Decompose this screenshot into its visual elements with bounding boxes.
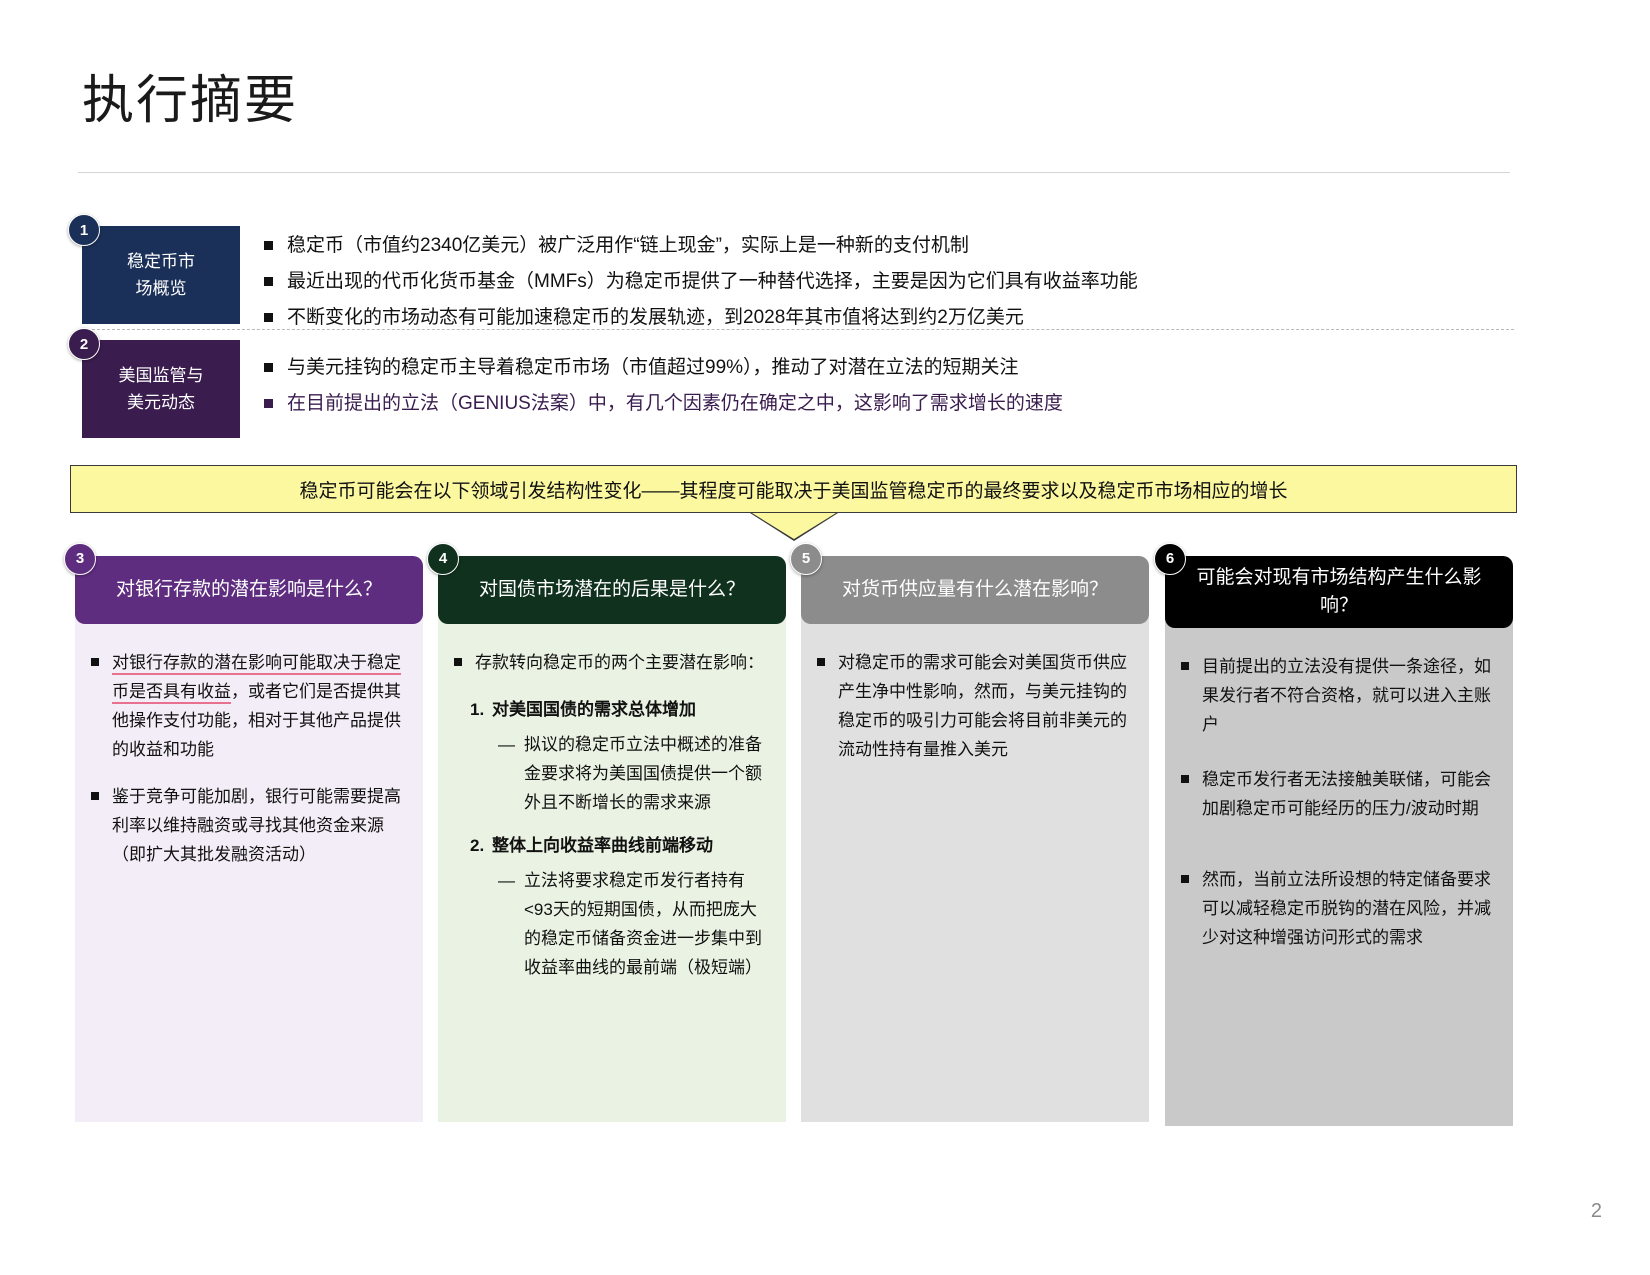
bullet-text: 鉴于竞争可能加剧，银行可能需要提高利率以维持融资或寻找其他资金来源（即扩大其批发… (112, 787, 401, 864)
bullet-square-icon (264, 277, 273, 286)
column-3-header: 3 对银行存款的潜在影响是什么？ (64, 543, 423, 624)
bullet-item: 鉴于竞争可能加剧，银行可能需要提高利率以维持融资或寻找其他资金来源（即扩大其批发… (91, 782, 403, 869)
bullet-item: 存款转向稳定币的两个主要潜在影响： (454, 648, 766, 677)
bullet-item: 目前提出的立法没有提供一条途径，如果发行者不符合资格，就可以进入主账户 (1181, 652, 1493, 739)
bullet-text: 与美元挂钩的稳定币主导着稳定币市场（市值超过99%），推动了对潜在立法的短期关注 (287, 357, 1019, 378)
highlight-banner-wrap: 稳定币可能会在以下领域引发结构性变化——其程度可能取决于美国监管稳定币的最终要求… (70, 465, 1517, 541)
section-divider (82, 329, 1514, 330)
dash-marker-icon: — (498, 871, 515, 890)
bullet-item: 稳定币（市值约2340亿美元）被广泛用作“链上现金”，实际上是一种新的支付机制 (264, 230, 1514, 262)
highlight-banner-text: 稳定币可能会在以下领域引发结构性变化——其程度可能取决于美国监管稳定币的最终要求… (299, 480, 1288, 502)
section-row-1: 1 稳定币市 场概览 稳定币（市值约2340亿美元）被广泛用作“链上现金”，实际… (68, 214, 1514, 328)
numbered-item: 1. 对美国国债的需求总体增加 (470, 695, 766, 724)
bullet-square-icon (454, 658, 462, 666)
section-1-label-box: 1 稳定币市 场概览 (68, 214, 240, 324)
bullet-square-icon (1181, 875, 1189, 883)
dash-marker-icon: — (498, 735, 515, 754)
numbered-marker: 2. (470, 836, 485, 855)
bullet-text: 存款转向稳定币的两个主要潜在影响： (475, 653, 764, 672)
column-4-body: 存款转向稳定币的两个主要潜在影响： 1. 对美国国债的需求总体增加 — 拟议的稳… (438, 610, 786, 1122)
banner-arrow-icon (751, 513, 836, 539)
column-5-header-text: 对货币供应量有什么潜在影响？ (841, 579, 1108, 600)
bullet-item: 在目前提出的立法（GENIUS法案）中，有几个因素仍在确定之中，这影响了需求增长… (264, 388, 1514, 420)
section-2-label-text: 美国监管与 美元动态 (118, 366, 204, 412)
section-2-label-box: 2 美国监管与 美元动态 (68, 328, 240, 438)
column-4-badge: 4 (427, 543, 459, 575)
bullet-text: 然而，当前立法所设想的特定储备要求可以减轻稳定币脱钩的潜在风险，并减少对这种增强… (1202, 870, 1491, 947)
bullet-item: 然而，当前立法所设想的特定储备要求可以减轻稳定币脱钩的潜在风险，并减少对这种增强… (1181, 865, 1493, 952)
dashed-item: — 拟议的稳定币立法中概述的准备金要求将为美国国债提供一个额外且不断增长的需求来… (498, 730, 766, 817)
bullet-square-icon (264, 241, 273, 250)
section-1-bullets: 稳定币（市值约2340亿美元）被广泛用作“链上现金”，实际上是一种新的支付机制 … (264, 230, 1514, 338)
bullet-square-icon (264, 399, 273, 408)
bullet-square-icon (91, 792, 99, 800)
title-divider (78, 172, 1510, 173)
bullet-square-icon (817, 658, 825, 666)
bullet-text: 对银行存款的潜在影响可能取决于稳定币是否具有收益，或者它们是否提供其他操作支付功… (112, 648, 403, 764)
section-2-badge: 2 (68, 328, 100, 360)
column-6-header: 6 可能会对现有市场结构产生什么影响？ (1154, 543, 1513, 628)
column-market-structure: 6 可能会对现有市场结构产生什么影响？ 目前提出的立法没有提供一条途径，如果发行… (1154, 543, 1513, 1126)
section-1-badge: 1 (68, 214, 100, 246)
numbered-text: 整体上向收益率曲线前端移动 (492, 836, 713, 855)
numbered-item: 2. 整体上向收益率曲线前端移动 (470, 831, 766, 860)
bullet-item: 与美元挂钩的稳定币主导着稳定币市场（市值超过99%），推动了对潜在立法的短期关注 (264, 352, 1514, 384)
bullet-text: 在目前提出的立法（GENIUS法案）中，有几个因素仍在确定之中，这影响了需求增长… (287, 393, 1063, 414)
bullet-square-icon (1181, 775, 1189, 783)
column-treasury-market: 4 对国债市场潜在的后果是什么？ 存款转向稳定币的两个主要潜在影响： 1. 对美… (427, 543, 786, 1122)
bullet-item: 稳定币发行者无法接触美联储，可能会加剧稳定币可能经历的压力/波动时期 (1181, 765, 1493, 823)
bullet-square-icon (91, 658, 99, 666)
bullet-square-icon (264, 363, 273, 372)
underlined-phrase: 对银行存款的潜在影响可能取决于稳定币是否具有收益 (112, 653, 401, 704)
bullet-text: 稳定币发行者无法接触美联储，可能会加剧稳定币可能经历的压力/波动时期 (1202, 770, 1491, 818)
column-4-header: 4 对国债市场潜在的后果是什么？ (427, 543, 786, 624)
dashed-text: 拟议的稳定币立法中概述的准备金要求将为美国国债提供一个额外且不断增长的需求来源 (524, 735, 762, 812)
bullet-item: 对稳定币的需求可能会对美国货币供应产生净中性影响，然而，与美元挂钩的稳定币的吸引… (817, 648, 1129, 764)
column-money-supply: 5 对货币供应量有什么潜在影响？ 对稳定币的需求可能会对美国货币供应产生净中性影… (790, 543, 1149, 1122)
page-title: 执行摘要 (82, 72, 299, 130)
column-bank-deposits: 3 对银行存款的潜在影响是什么？ 对银行存款的潜在影响可能取决于稳定币是否具有收… (64, 543, 423, 1122)
column-5-body: 对稳定币的需求可能会对美国货币供应产生净中性影响，然而，与美元挂钩的稳定币的吸引… (801, 610, 1149, 1122)
bullet-item: 不断变化的市场动态有可能加速稳定币的发展轨迹，到2028年其市值将达到约2万亿美… (264, 302, 1514, 334)
bullet-text-rest: ，或者它们是否提供其他操作支付功能，相对于其他产品提供的收益和功能 (112, 682, 401, 759)
bullet-text: 对稳定币的需求可能会对美国货币供应产生净中性影响，然而，与美元挂钩的稳定币的吸引… (838, 653, 1127, 759)
column-3-badge: 3 (64, 543, 96, 575)
page-number: 2 (1590, 1200, 1602, 1222)
column-5-header: 5 对货币供应量有什么潜在影响？ (790, 543, 1149, 624)
bullet-item: 对银行存款的潜在影响可能取决于稳定币是否具有收益，或者它们是否提供其他操作支付功… (91, 648, 403, 764)
dashed-item: — 立法将要求稳定币发行者持有<93天的短期国债，从而把庞大的稳定币储备资金进一… (498, 866, 766, 982)
numbered-marker: 1. (470, 700, 485, 719)
bullet-text: 最近出现的代币化货币基金（MMFs）为稳定币提供了一种替代选择，主要是因为它们具… (287, 271, 1138, 292)
bullet-item: 最近出现的代币化货币基金（MMFs）为稳定币提供了一种替代选择，主要是因为它们具… (264, 266, 1514, 298)
column-3-body: 对银行存款的潜在影响可能取决于稳定币是否具有收益，或者它们是否提供其他操作支付功… (75, 610, 423, 1122)
highlight-banner: 稳定币可能会在以下领域引发结构性变化——其程度可能取决于美国监管稳定币的最终要求… (70, 465, 1517, 513)
dashed-text: 立法将要求稳定币发行者持有<93天的短期国债，从而把庞大的稳定币储备资金进一步集… (524, 871, 762, 977)
bullet-text: 稳定币（市值约2340亿美元）被广泛用作“链上现金”，实际上是一种新的支付机制 (287, 235, 969, 256)
column-5-badge: 5 (790, 543, 822, 575)
column-4-header-text: 对国债市场潜在的后果是什么？ (478, 579, 745, 600)
column-6-header-text: 可能会对现有市场结构产生什么影响？ (1196, 567, 1482, 616)
columns-container: 3 对银行存款的潜在影响是什么？ 对银行存款的潜在影响可能取决于稳定币是否具有收… (64, 543, 1515, 1126)
section-2-bullets: 与美元挂钩的稳定币主导着稳定币市场（市值超过99%），推动了对潜在立法的短期关注… (264, 352, 1514, 424)
section-1-label-text: 稳定币市 场概览 (127, 252, 195, 298)
numbered-text: 对美国国债的需求总体增加 (492, 700, 696, 719)
column-6-badge: 6 (1154, 543, 1186, 575)
column-6-body: 目前提出的立法没有提供一条途径，如果发行者不符合资格，就可以进入主账户 稳定币发… (1165, 614, 1513, 1126)
bullet-text: 目前提出的立法没有提供一条途径，如果发行者不符合资格，就可以进入主账户 (1202, 657, 1491, 734)
bullet-text: 不断变化的市场动态有可能加速稳定币的发展轨迹，到2028年其市值将达到约2万亿美… (287, 307, 1024, 328)
section-row-2: 2 美国监管与 美元动态 与美元挂钩的稳定币主导着稳定币市场（市值超过99%），… (68, 328, 1514, 440)
bullet-square-icon (264, 313, 273, 322)
bullet-square-icon (1181, 662, 1189, 670)
column-3-header-text: 对银行存款的潜在影响是什么？ (115, 579, 382, 600)
